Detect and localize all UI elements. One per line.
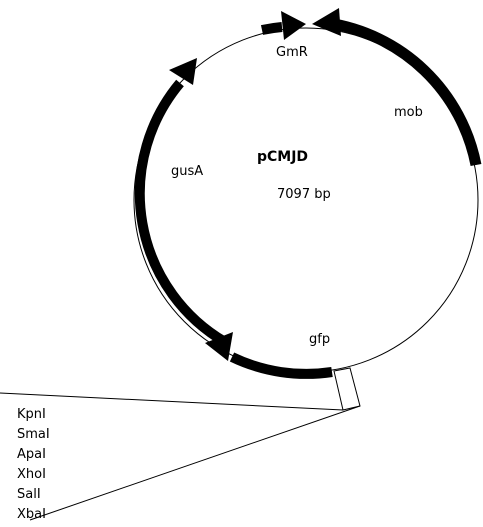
mob-arc [327, 17, 482, 167]
gene-label-mob: mob [394, 105, 423, 120]
gene-label-gfp: gfp [309, 332, 330, 347]
gene-label-gmr: GmR [276, 45, 308, 60]
mcs-site-label: KpnI [17, 407, 46, 422]
gmr-arc [260, 22, 283, 35]
mcs-site-label: XbaI [17, 507, 46, 522]
gusa-arc [134, 79, 228, 347]
mcs-site-label: ApaI [17, 447, 46, 462]
gmr-arrowhead [281, 11, 306, 40]
mcs-line-top [0, 392, 344, 411]
mcs-box [333, 367, 361, 411]
plasmid-name: pCMJD [257, 149, 308, 165]
gene-label-gusa: gusA [171, 164, 203, 179]
plasmid-size: 7097 bp [277, 187, 331, 202]
gfp-arrowhead [205, 332, 233, 361]
gusa-arrowhead [169, 58, 197, 85]
mcs-line-bottom [29, 405, 361, 521]
mob-arrowhead [312, 8, 341, 36]
mcs-site-label: XhoI [17, 467, 46, 482]
mcs-site-label: SmaI [17, 427, 50, 442]
gfp-arc [229, 352, 333, 379]
mcs-site-label: SalI [17, 487, 41, 502]
